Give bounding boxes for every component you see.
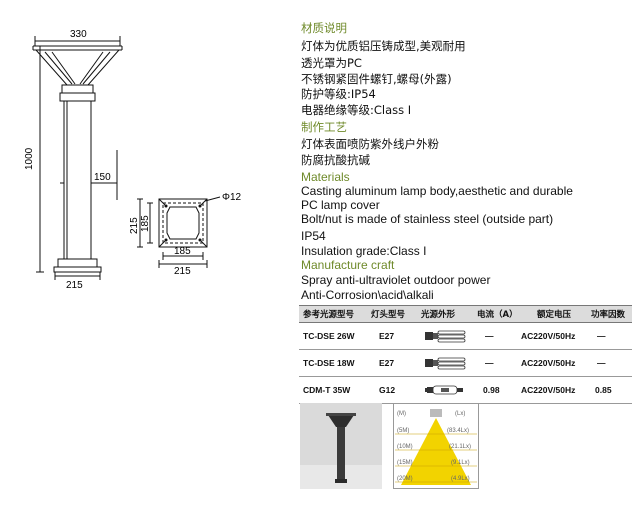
dim-top-label: 330	[70, 29, 87, 40]
light-source-table: 参考光源型号 灯头型号 光源外形 电流（A） 额定电压 功率因数 TC-DSE …	[299, 305, 632, 404]
header-base: 灯头型号	[371, 310, 406, 320]
table-header: 参考光源型号 灯头型号 光源外形 电流（A） 额定电压 功率因数	[299, 305, 632, 323]
row-current: —	[485, 358, 494, 368]
row-model: TC-DSE 26W	[303, 331, 355, 341]
light-distribution-diagram: (M) (5M) (10M) (15M) (20M) (Lx) (83.4Lx)…	[393, 403, 479, 489]
lux-label: (83.4Lx)	[447, 428, 469, 434]
craft-en-line: Spray anti-ultraviolet outdoor power	[301, 273, 491, 287]
header-shape: 光源外形	[421, 310, 456, 320]
row-current: 0.98	[483, 385, 500, 395]
materials-en-line: Insulation grade:Class I	[301, 244, 427, 258]
materials-en-line: Casting aluminum lamp body,aesthetic and…	[301, 184, 573, 198]
table-row: TC-DSE 26W E27 — AC220V/50Hz —	[299, 323, 632, 350]
height-label: (M)	[397, 411, 406, 417]
lux-label: (Lx)	[455, 411, 465, 417]
row-current: —	[485, 331, 494, 341]
dim-base-label: 215	[66, 280, 83, 291]
dim-pole-label: 150	[94, 172, 111, 183]
lux-label: (4.9Lx)	[451, 476, 470, 482]
dim-height-label: 1000	[24, 147, 35, 170]
row-base: G12	[379, 385, 396, 395]
metal-halide-lamp-icon	[425, 385, 463, 395]
table-row: CDM-T 35W G12 0.98 AC220V/50Hz 0.85	[299, 377, 632, 404]
row-model: TC-DSE 18W	[303, 358, 355, 368]
height-label: (20M)	[397, 476, 413, 482]
dim-section-h1-label: 215	[129, 217, 140, 234]
header-pf: 功率因数	[591, 310, 626, 320]
dim-hole-label: Φ12	[222, 192, 242, 203]
height-label: (15M)	[397, 460, 413, 466]
row-base: E27	[379, 358, 395, 368]
lux-label: (9.1Lx)	[451, 460, 470, 466]
row-pf: —	[597, 358, 606, 368]
craft-line: 防腐抗酸抗碱	[301, 153, 370, 167]
height-label: (5M)	[397, 428, 409, 434]
materials-en-line: PC lamp cover	[301, 198, 380, 212]
row-base: E27	[379, 331, 395, 341]
header-model: 参考光源型号	[303, 310, 355, 320]
row-voltage: AC220V/50Hz	[521, 385, 576, 395]
header-voltage: 额定电压	[537, 310, 572, 320]
product-photo	[300, 403, 382, 489]
row-model: CDM-T 35W	[303, 385, 351, 395]
row-pf: —	[597, 331, 606, 341]
materials-en-line: Bolt/nut is made of stainless steel (out…	[301, 212, 554, 226]
material-line: 电器绝缘等级:Class Ⅰ	[301, 103, 412, 117]
row-voltage: AC220V/50Hz	[521, 331, 576, 341]
dim-section-h2-label: 185	[140, 215, 151, 232]
material-title: 材质说明	[301, 21, 347, 35]
compact-fluorescent-lamp-icon	[425, 330, 466, 343]
header-current: 电流（A）	[477, 310, 518, 320]
lux-label: (21.1Lx)	[449, 444, 471, 450]
dim-section-w-label: 185	[174, 246, 191, 257]
craft-title: 制作工艺	[301, 120, 347, 134]
material-line: 灯体为优质铝压铸成型,美观耐用	[301, 39, 466, 53]
craft-en-line: Anti-Corrosion\acid\alkali	[301, 288, 434, 302]
table-row: TC-DSE 18W E27 — AC220V/50Hz —	[299, 350, 632, 377]
row-pf: 0.85	[595, 385, 612, 395]
material-line: 透光罩为PC	[301, 56, 362, 70]
materials-en-title: Materials	[301, 170, 350, 184]
materials-en-line: IP54	[301, 229, 326, 243]
material-line: 不锈钢紧固件螺钉,螺母(外露)	[301, 72, 452, 86]
material-line: 防护等级:IP54	[301, 87, 376, 101]
dim-section-outer-label: 215	[174, 266, 191, 277]
craft-en-title: Manufacture craft	[301, 258, 395, 272]
row-voltage: AC220V/50Hz	[521, 358, 576, 368]
height-label: (10M)	[397, 444, 413, 450]
craft-line: 灯体表面喷防紫外线户外粉	[301, 137, 439, 151]
compact-fluorescent-lamp-icon	[425, 357, 466, 370]
lamp-technical-drawing: 330 1000 150 215 Φ12 215 185 185 215	[24, 29, 242, 291]
